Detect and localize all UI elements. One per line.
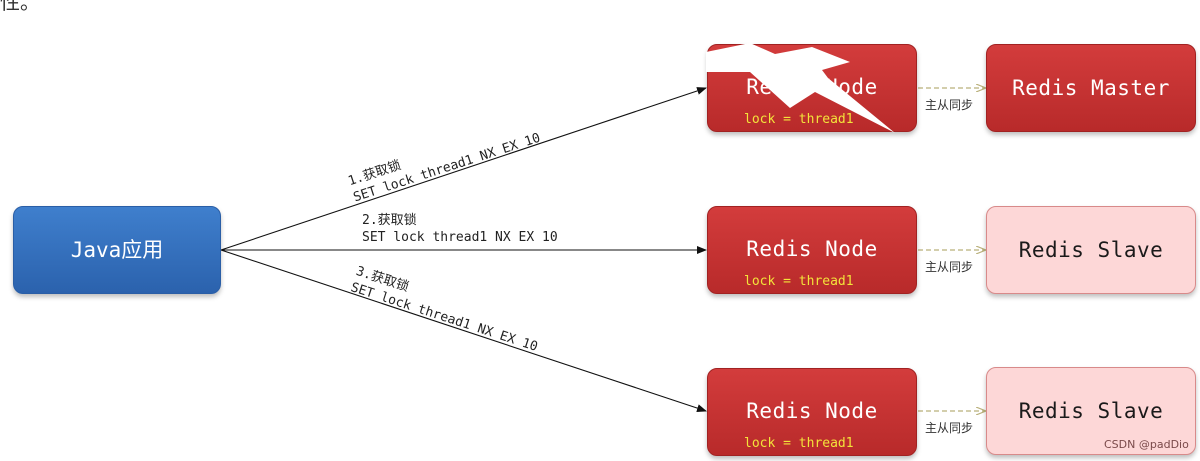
sync-label-2: 主从同步 (925, 260, 974, 274)
sync-label-3: 主从同步 (925, 421, 974, 435)
redis-node-2: Redis Node lock = thread1 (707, 206, 917, 294)
java-app-label: Java应用 (70, 238, 164, 262)
request-step-text: 2.获取锁 (362, 213, 417, 228)
redis-master-box: Redis Master (986, 44, 1196, 132)
redis-node-title: Redis Node (746, 399, 878, 423)
redis-master-label: Redis Master (1012, 76, 1170, 100)
redis-slave-label: Redis Slave (1018, 238, 1164, 262)
redis-node-3: Redis Node lock = thread1 (707, 368, 917, 456)
request-arrow-3 (220, 249, 707, 412)
redis-node-title: Redis Node (746, 237, 878, 261)
request-label-2: 2.获取锁 SET lock thread1 NX EX 10 (362, 212, 558, 246)
redis-slave-box-2: Redis Slave (986, 367, 1196, 455)
redis-node-lock-value: lock = thread1 (744, 436, 854, 451)
watermark: CSDN @padDio (1104, 438, 1189, 451)
top-text-fragment: 性。 (0, 0, 40, 14)
redis-node-lock-value: lock = thread1 (744, 112, 854, 127)
sync-label-1: 主从同步 (925, 98, 974, 112)
redis-slave-box-1: Redis Slave (986, 206, 1196, 294)
redis-slave-label: Redis Slave (1018, 399, 1164, 423)
redis-node-lock-value: lock = thread1 (744, 274, 854, 289)
request-command-text: SET lock thread1 NX EX 10 (362, 230, 558, 245)
request-arrow-1 (220, 87, 707, 251)
java-app-box: Java应用 (13, 206, 221, 294)
